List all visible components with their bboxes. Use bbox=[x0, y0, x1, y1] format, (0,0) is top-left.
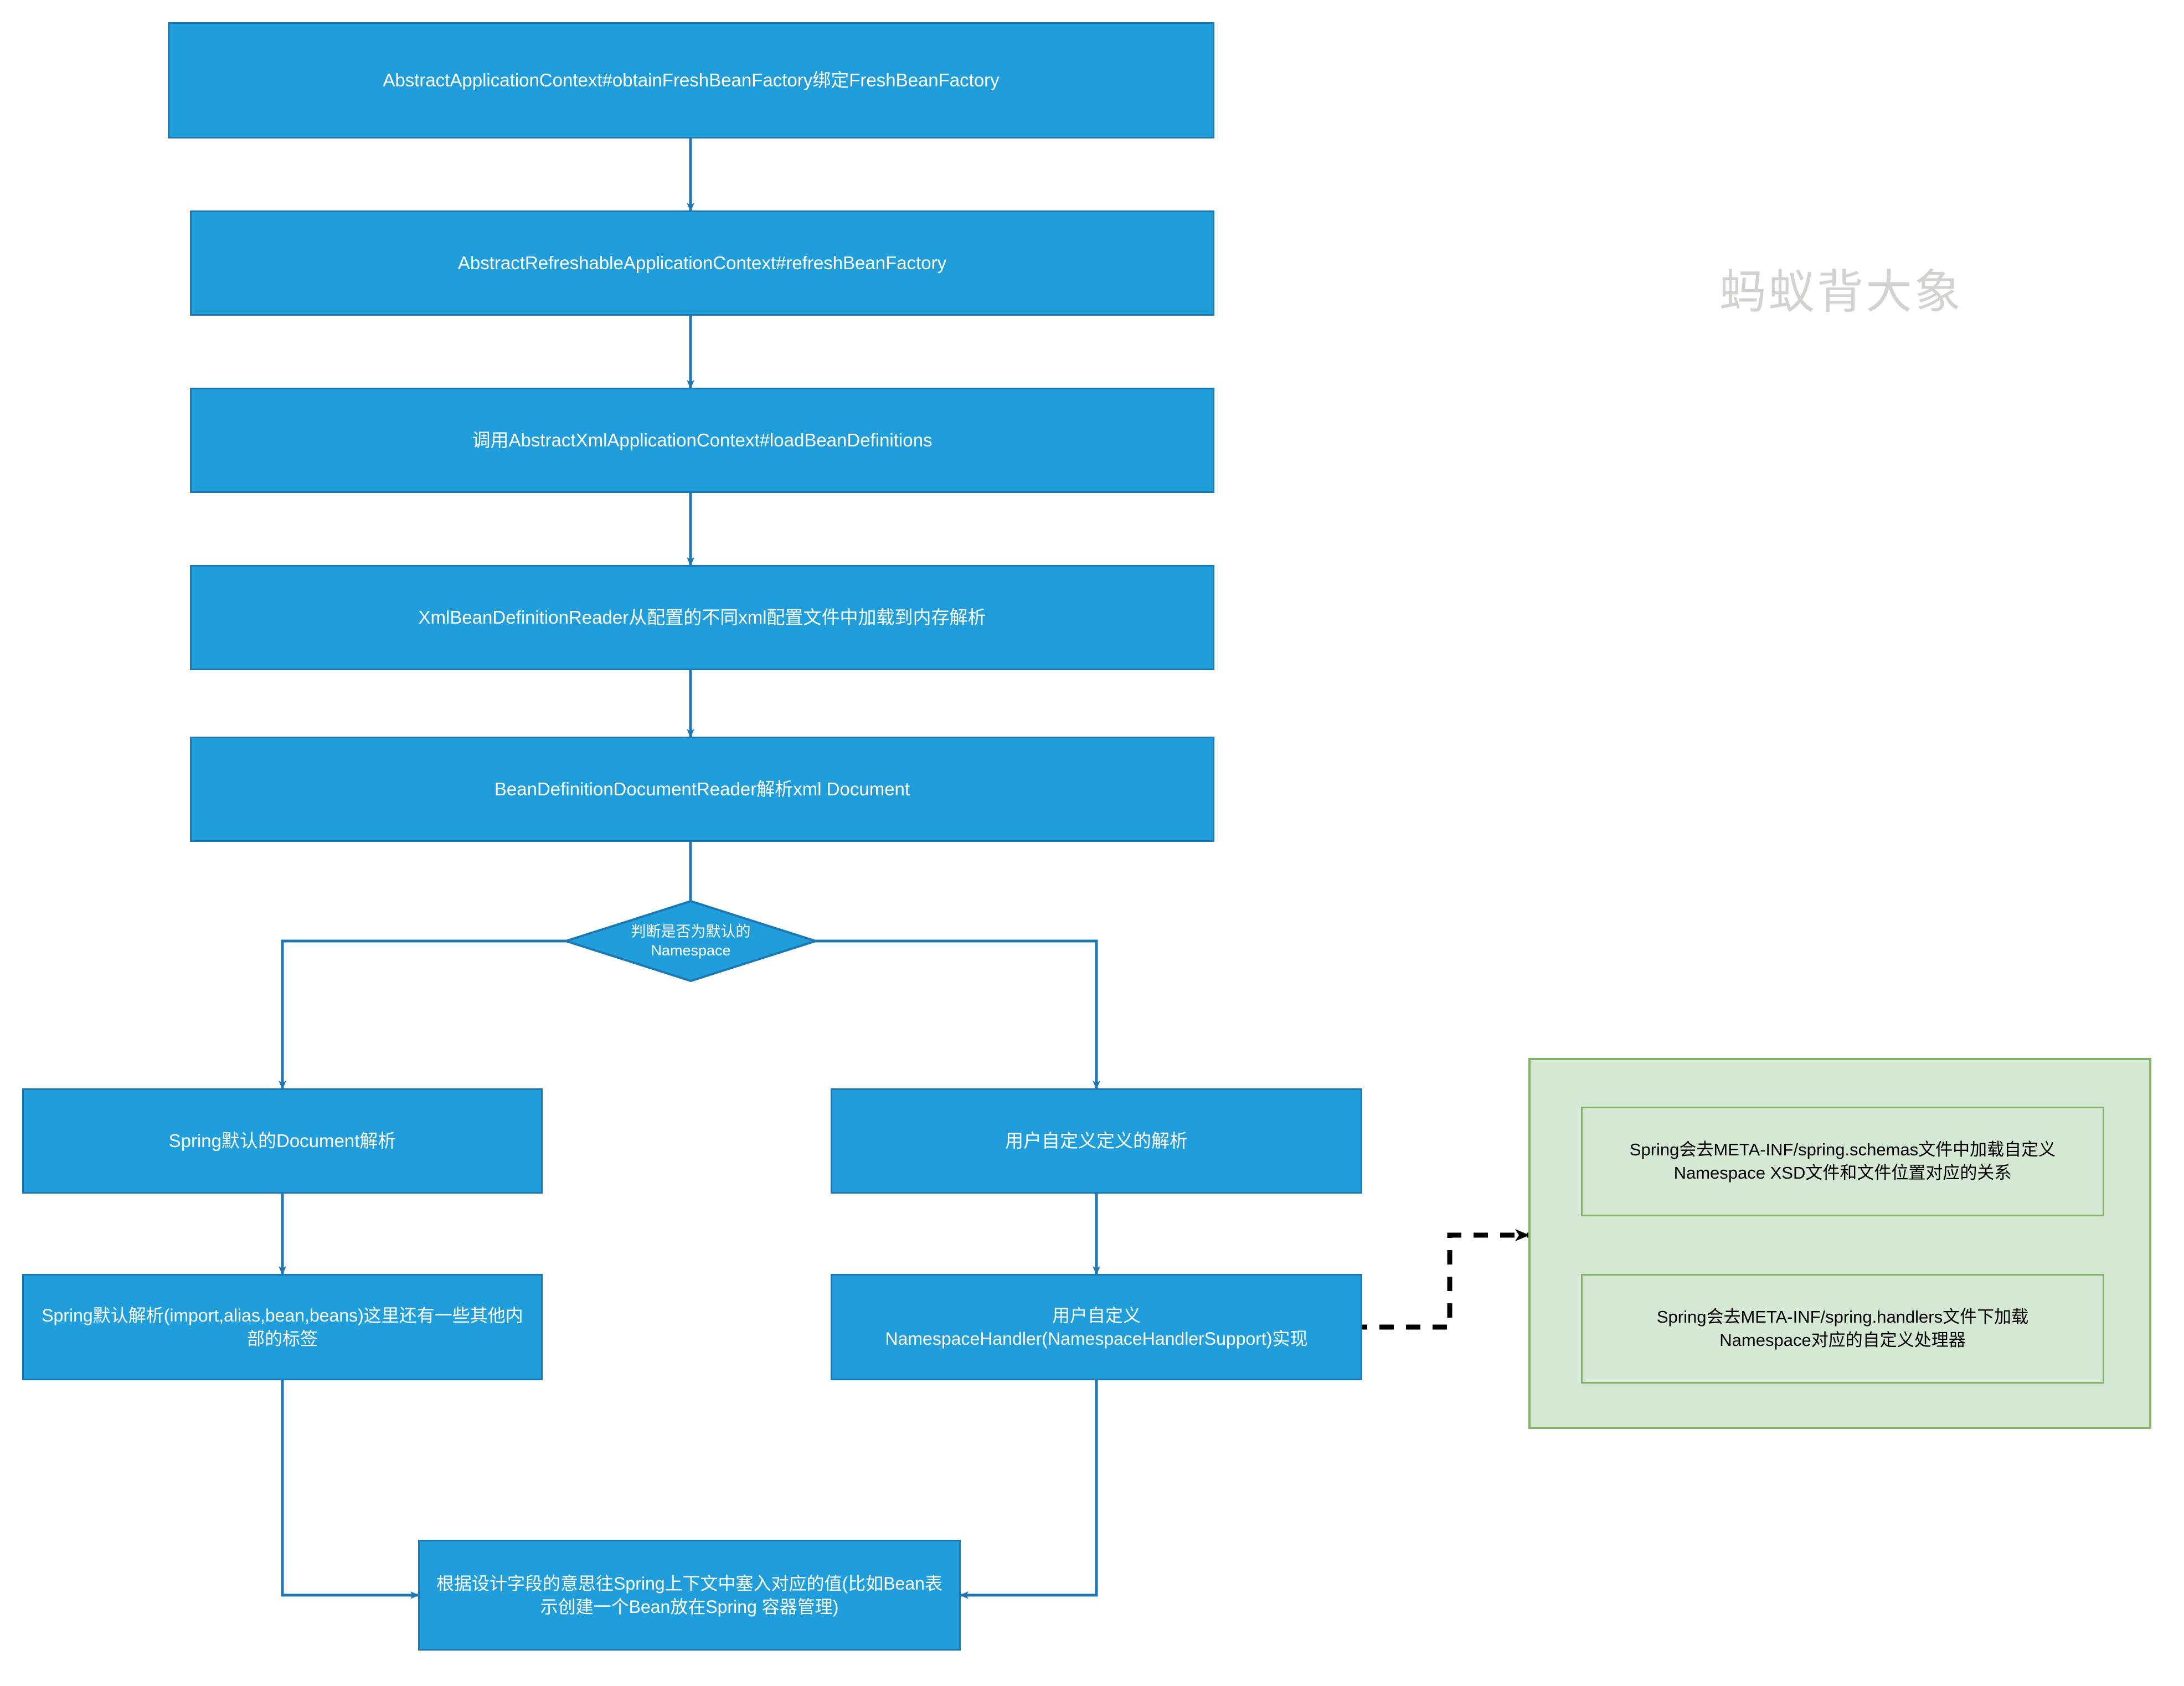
note-label: Spring会去META-INF/spring.schemas文件中加载自定义 … bbox=[1629, 1140, 2056, 1183]
node-label: 调用AbstractXmlApplicationContext#loadBean… bbox=[472, 430, 933, 451]
node-decision-default-namespace[interactable]: 判断是否为默认的 Namespace bbox=[565, 900, 817, 982]
node-label: Spring默认的Document解析 bbox=[168, 1130, 396, 1152]
node-label: AbstractRefreshableApplicationContext#re… bbox=[457, 253, 947, 274]
node-refresh-bean-factory[interactable]: AbstractRefreshableApplicationContext#re… bbox=[190, 210, 1214, 316]
node-xml-bean-definition-reader[interactable]: XmlBeanDefinitionReader从配置的不同xml配置文件中加载到… bbox=[190, 565, 1214, 670]
edge-tags-to-populate bbox=[281, 1380, 419, 1599]
note-spring-handlers[interactable]: Spring会去META-INF/spring.handlers文件下加载 Na… bbox=[1581, 1274, 2104, 1384]
node-obtain-fresh-bean-factory[interactable]: AbstractApplicationContext#obtainFreshBe… bbox=[168, 22, 1214, 138]
edge-handler-to-notes-panel bbox=[1353, 1229, 1529, 1330]
node-user-namespace-handler[interactable]: 用户自定义 NamespaceHandler(NamespaceHandlerS… bbox=[831, 1274, 1362, 1380]
node-populate-spring-context[interactable]: 根据设计字段的意思往Spring上下文中塞入对应的值(比如Bean表示创建一个B… bbox=[418, 1540, 961, 1651]
edge-handler-to-populate bbox=[960, 1380, 1098, 1599]
node-label: 判断是否为默认的 Namespace bbox=[631, 923, 751, 959]
node-user-custom-parse[interactable]: 用户自定义定义的解析 bbox=[831, 1088, 1362, 1194]
node-label: AbstractApplicationContext#obtainFreshBe… bbox=[383, 70, 1000, 91]
node-label: Spring默认解析(import,alias,bean,beans)这里还有一… bbox=[42, 1305, 523, 1349]
node-load-bean-definitions[interactable]: 调用AbstractXmlApplicationContext#loadBean… bbox=[190, 388, 1214, 493]
diamond-shape bbox=[565, 900, 817, 982]
node-spring-default-document-parse[interactable]: Spring默认的Document解析 bbox=[22, 1088, 543, 1194]
node-label: XmlBeanDefinitionReader从配置的不同xml配置文件中加载到… bbox=[418, 607, 986, 628]
node-label: BeanDefinitionDocumentReader解析xml Docume… bbox=[494, 779, 910, 800]
note-label: Spring会去META-INF/spring.handlers文件下加载 Na… bbox=[1656, 1307, 2029, 1350]
node-spring-default-tags[interactable]: Spring默认解析(import,alias,bean,beans)这里还有一… bbox=[22, 1274, 543, 1380]
note-spring-schemas[interactable]: Spring会去META-INF/spring.schemas文件中加载自定义 … bbox=[1581, 1107, 2104, 1216]
node-bean-definition-document-reader[interactable]: BeanDefinitionDocumentReader解析xml Docume… bbox=[190, 737, 1214, 842]
node-label: 根据设计字段的意思往Spring上下文中塞入对应的值(比如Bean表示创建一个B… bbox=[436, 1573, 942, 1617]
watermark-text: 蚂蚁背大象 bbox=[1719, 266, 1964, 318]
node-label: 用户自定义 NamespaceHandler(NamespaceHandlerS… bbox=[885, 1305, 1308, 1349]
node-label: 用户自定义定义的解析 bbox=[1005, 1130, 1188, 1152]
